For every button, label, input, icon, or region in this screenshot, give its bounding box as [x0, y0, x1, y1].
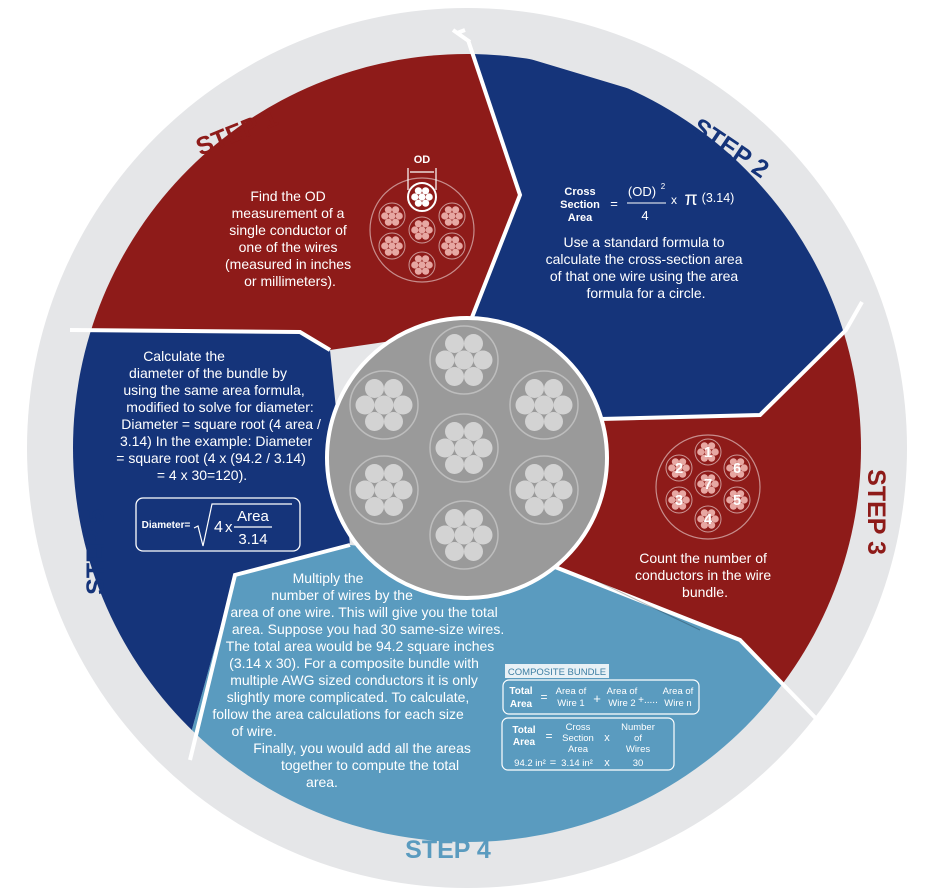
svg-text:5: 5 [733, 492, 741, 509]
total-area-formula: Total Area = Cross Section Area x Number… [501, 717, 675, 771]
svg-text:x: x [225, 519, 233, 536]
svg-text:π: π [684, 189, 697, 210]
step2-text: Use a standard formula to calculate the … [546, 234, 747, 301]
svg-text:Cross: Cross [564, 186, 595, 198]
svg-text:1: 1 [704, 444, 712, 461]
composite-bundle-formula: COMPOSITE BUNDLE Total Area = Area of Wi… [502, 664, 700, 715]
step1-od-graphic: OD [369, 152, 475, 283]
svg-text:COMPOSITE BUNDLE: COMPOSITE BUNDLE [508, 667, 606, 678]
step4-label: STEP 4 [405, 836, 491, 864]
svg-text:+.....: +..... [638, 695, 658, 706]
conductor-numbers: 1 2 6 7 3 5 4 [675, 444, 741, 528]
svg-text:3: 3 [675, 492, 683, 509]
svg-text:Area of: Area of [556, 686, 587, 697]
svg-text:Area: Area [568, 744, 589, 755]
svg-text:(3.14): (3.14) [702, 191, 735, 205]
svg-text:Diameter=: Diameter= [142, 520, 191, 531]
svg-text:(OD): (OD) [628, 184, 656, 199]
svg-text:+: + [593, 691, 601, 706]
svg-text:30: 30 [633, 758, 644, 769]
svg-text:6: 6 [733, 460, 741, 477]
svg-text:=: = [540, 690, 547, 704]
step3-label: STEP 3 [862, 469, 890, 555]
svg-text:4: 4 [214, 519, 223, 536]
segment-separators [69, 28, 868, 772]
step5-label: STEP 5 [82, 509, 110, 595]
svg-text:Wire n: Wire n [664, 698, 691, 709]
svg-text:Area: Area [513, 737, 536, 748]
svg-text:3.14 in²: 3.14 in² [561, 758, 593, 769]
step1-text: Find the OD measurement of a single cond… [225, 188, 355, 289]
svg-text:Area: Area [237, 508, 269, 525]
step2-formula: Cross Section Area = (OD) 2 4 x π (3.14) [560, 182, 734, 224]
svg-text:of: of [634, 733, 642, 744]
center-bundle [325, 316, 609, 600]
svg-text:Cross: Cross [566, 722, 591, 733]
svg-text:x: x [604, 732, 610, 744]
svg-text:Total: Total [512, 725, 535, 736]
svg-text:x: x [604, 757, 610, 769]
svg-text:Area: Area [510, 699, 533, 710]
svg-text:Area of: Area of [663, 686, 694, 697]
svg-text:Number: Number [621, 722, 655, 733]
svg-text:Wire 1: Wire 1 [557, 698, 584, 709]
svg-text:x: x [671, 193, 677, 207]
svg-text:2: 2 [661, 182, 666, 191]
diameter-formula: Diameter= 4 x Area 3.14 [135, 497, 301, 552]
svg-text:3.14: 3.14 [238, 531, 267, 548]
svg-text:=: = [550, 757, 556, 769]
svg-text:Wire 2: Wire 2 [608, 698, 635, 709]
svg-text:Section: Section [562, 733, 594, 744]
od-label: OD [414, 154, 431, 166]
svg-text:94.2 in²: 94.2 in² [514, 758, 546, 769]
svg-text:Wires: Wires [626, 744, 651, 755]
svg-text:Section: Section [560, 199, 600, 211]
svg-text:2: 2 [675, 460, 683, 477]
step3-text: Count the number of conductors in the wi… [635, 550, 775, 600]
svg-text:Area: Area [568, 212, 593, 224]
svg-text:4: 4 [641, 208, 648, 223]
svg-text:=: = [610, 196, 618, 211]
step4-text: Multiply the number of wires by the area… [212, 570, 508, 790]
svg-text:Total: Total [509, 686, 532, 697]
svg-text:=: = [545, 729, 552, 743]
step3-count-graphic: 1 2 6 7 3 5 4 [655, 434, 761, 540]
svg-text:Area of: Area of [607, 686, 638, 697]
svg-text:4: 4 [704, 511, 713, 528]
step5-text: Calculate the diameter of the bundle by … [116, 348, 324, 483]
svg-text:7: 7 [704, 476, 712, 493]
